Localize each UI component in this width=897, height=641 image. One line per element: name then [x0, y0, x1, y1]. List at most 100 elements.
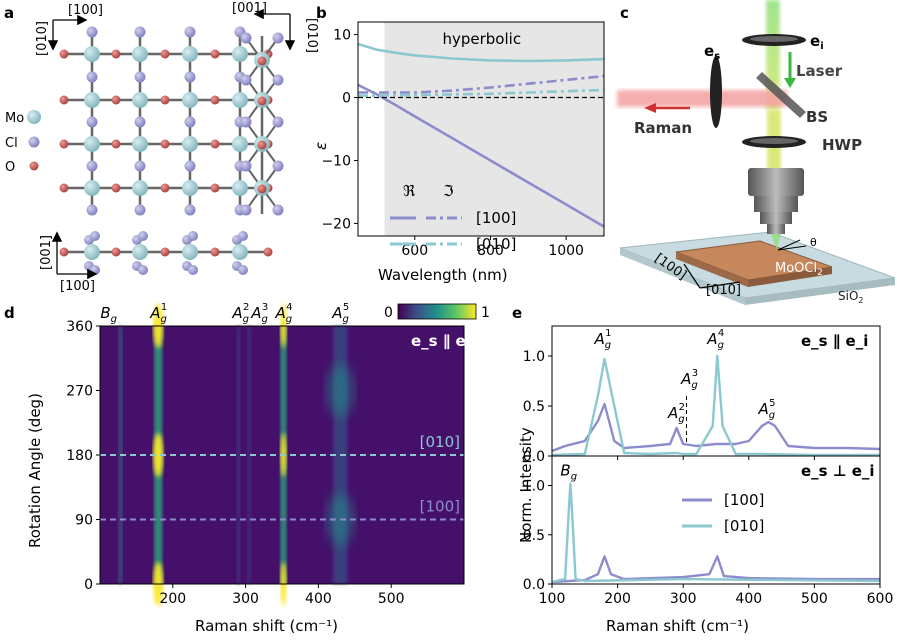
- cl-atom: [134, 26, 146, 38]
- cl-atom: [86, 116, 98, 128]
- o-atom: [111, 183, 121, 193]
- lattice-side-view: [240, 32, 284, 216]
- legend-swatch: [29, 161, 39, 171]
- cl-atom: [184, 204, 196, 216]
- panel-b-ylabel: ε: [312, 142, 330, 150]
- panel-frame: [551, 455, 881, 585]
- y-tick-label: 1.0: [523, 349, 545, 365]
- x-tick-label: 600: [401, 243, 428, 259]
- o-atom: [210, 139, 220, 149]
- x-tick-label: 200: [604, 591, 631, 607]
- mo-atom: [84, 46, 100, 62]
- cl-atom: [184, 160, 196, 172]
- mo-atom: [182, 244, 198, 260]
- axis-label-010-right: [010]: [304, 18, 319, 53]
- cl-atom: [134, 71, 146, 83]
- mo-atom: [232, 136, 248, 152]
- mo-atom: [132, 46, 148, 62]
- peak-label: Ag4: [274, 302, 292, 325]
- series-line-imag: [358, 74, 605, 94]
- x-tick-label: 300: [670, 591, 697, 607]
- peak-stripe: [247, 326, 251, 584]
- es-polarizer: [710, 56, 722, 128]
- mo-atom: [182, 136, 198, 152]
- legend-100: [100]: [476, 209, 516, 227]
- sample-label: MoOCl2: [775, 261, 823, 278]
- legend-label: O: [5, 160, 15, 175]
- axis-label-100-bottom: [100]: [60, 279, 95, 294]
- o-atom: [160, 183, 170, 193]
- y-tick-label: 0: [84, 577, 93, 593]
- cl-atom: [238, 231, 248, 241]
- x-tick-label: 400: [735, 591, 762, 607]
- peak-stripe: [236, 326, 240, 584]
- hwp-label: HWP: [822, 136, 862, 154]
- y-tick-label: 270: [66, 384, 93, 400]
- mo-atom: [84, 180, 100, 196]
- o-atom: [210, 95, 220, 105]
- panel-c-label: c: [620, 4, 629, 22]
- spectrum-line: [551, 555, 880, 584]
- mo-atom: [232, 92, 248, 108]
- beam-splitter: [756, 72, 806, 118]
- lattice-bottom-view: [59, 231, 273, 275]
- panel-e-legend: [100] [010]: [682, 491, 764, 535]
- panel-d-xlabel: Raman shift (cm⁻¹): [195, 617, 338, 635]
- colorbar-max: 1: [481, 305, 490, 321]
- cl-atom: [238, 265, 248, 275]
- o-atom: [210, 49, 220, 59]
- y-tick-label: −20: [321, 216, 351, 232]
- o-atom: [263, 247, 273, 257]
- bs-label: BS: [806, 108, 828, 126]
- x-tick-label: 800: [477, 243, 504, 259]
- x-tick-label: 500: [378, 591, 405, 607]
- o-atom: [59, 247, 69, 257]
- cl-atom: [86, 160, 98, 172]
- panel-b-label: b: [316, 4, 327, 22]
- panel-e-ylabel: Norm. Intensity: [517, 427, 535, 543]
- peak-label: Bg: [560, 462, 577, 483]
- axis-arrows-top-left: [100] [010]: [35, 3, 103, 56]
- dashed-line-label: [100]: [420, 498, 460, 516]
- o-atom: [59, 139, 69, 149]
- sample-edge-right: [748, 267, 832, 287]
- series-line-imag: [357, 88, 605, 97]
- y-tick-label: −10: [321, 153, 351, 169]
- peak-label: Ag2: [231, 302, 249, 325]
- spectrum-line: [551, 402, 881, 453]
- o-atom: [210, 183, 220, 193]
- colorbar-min: 0: [384, 305, 393, 321]
- y-tick-label: 90: [75, 513, 93, 529]
- peak-label: Ag5: [331, 302, 349, 325]
- o-atom: [257, 184, 267, 194]
- cl-atom: [188, 265, 198, 275]
- x-tick-label: 200: [159, 591, 186, 607]
- spectrum-line: [551, 482, 881, 584]
- panel-b-xlabel: Wavelength (nm): [378, 266, 508, 284]
- x-tick-label: 100: [539, 591, 566, 607]
- peak-label: Ag3: [250, 302, 268, 325]
- dir-010-label: [010]: [706, 283, 741, 298]
- mo-atom: [182, 180, 198, 196]
- panel-e-bottom-pol: e_s ⊥ e_i: [801, 462, 875, 480]
- lattice-top-view: [59, 26, 273, 216]
- cl-atom: [86, 71, 98, 83]
- peak-blob: [326, 364, 355, 417]
- legend-label: Mo: [5, 111, 24, 126]
- o-atom: [59, 183, 69, 193]
- axis-arrows-top-right: [001] [010]: [232, 1, 319, 53]
- cl-atom: [138, 231, 148, 241]
- o-atom: [160, 247, 170, 257]
- mo-atom: [84, 136, 100, 152]
- o-atom: [160, 139, 170, 149]
- y-tick-label: 1.0: [523, 479, 545, 495]
- series-line-real: [357, 42, 605, 63]
- mo-atom: [232, 244, 248, 260]
- o-atom: [59, 49, 69, 59]
